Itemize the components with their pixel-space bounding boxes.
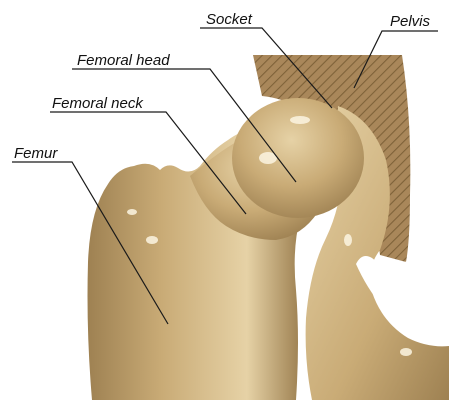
label-femoral-head: Femoral head (77, 52, 170, 69)
label-pelvis: Pelvis (390, 13, 431, 30)
label-socket: Socket (206, 11, 253, 28)
femoral-head (232, 98, 364, 218)
label-femur: Femur (14, 145, 58, 162)
label-femoral-neck: Femoral neck (52, 95, 144, 112)
